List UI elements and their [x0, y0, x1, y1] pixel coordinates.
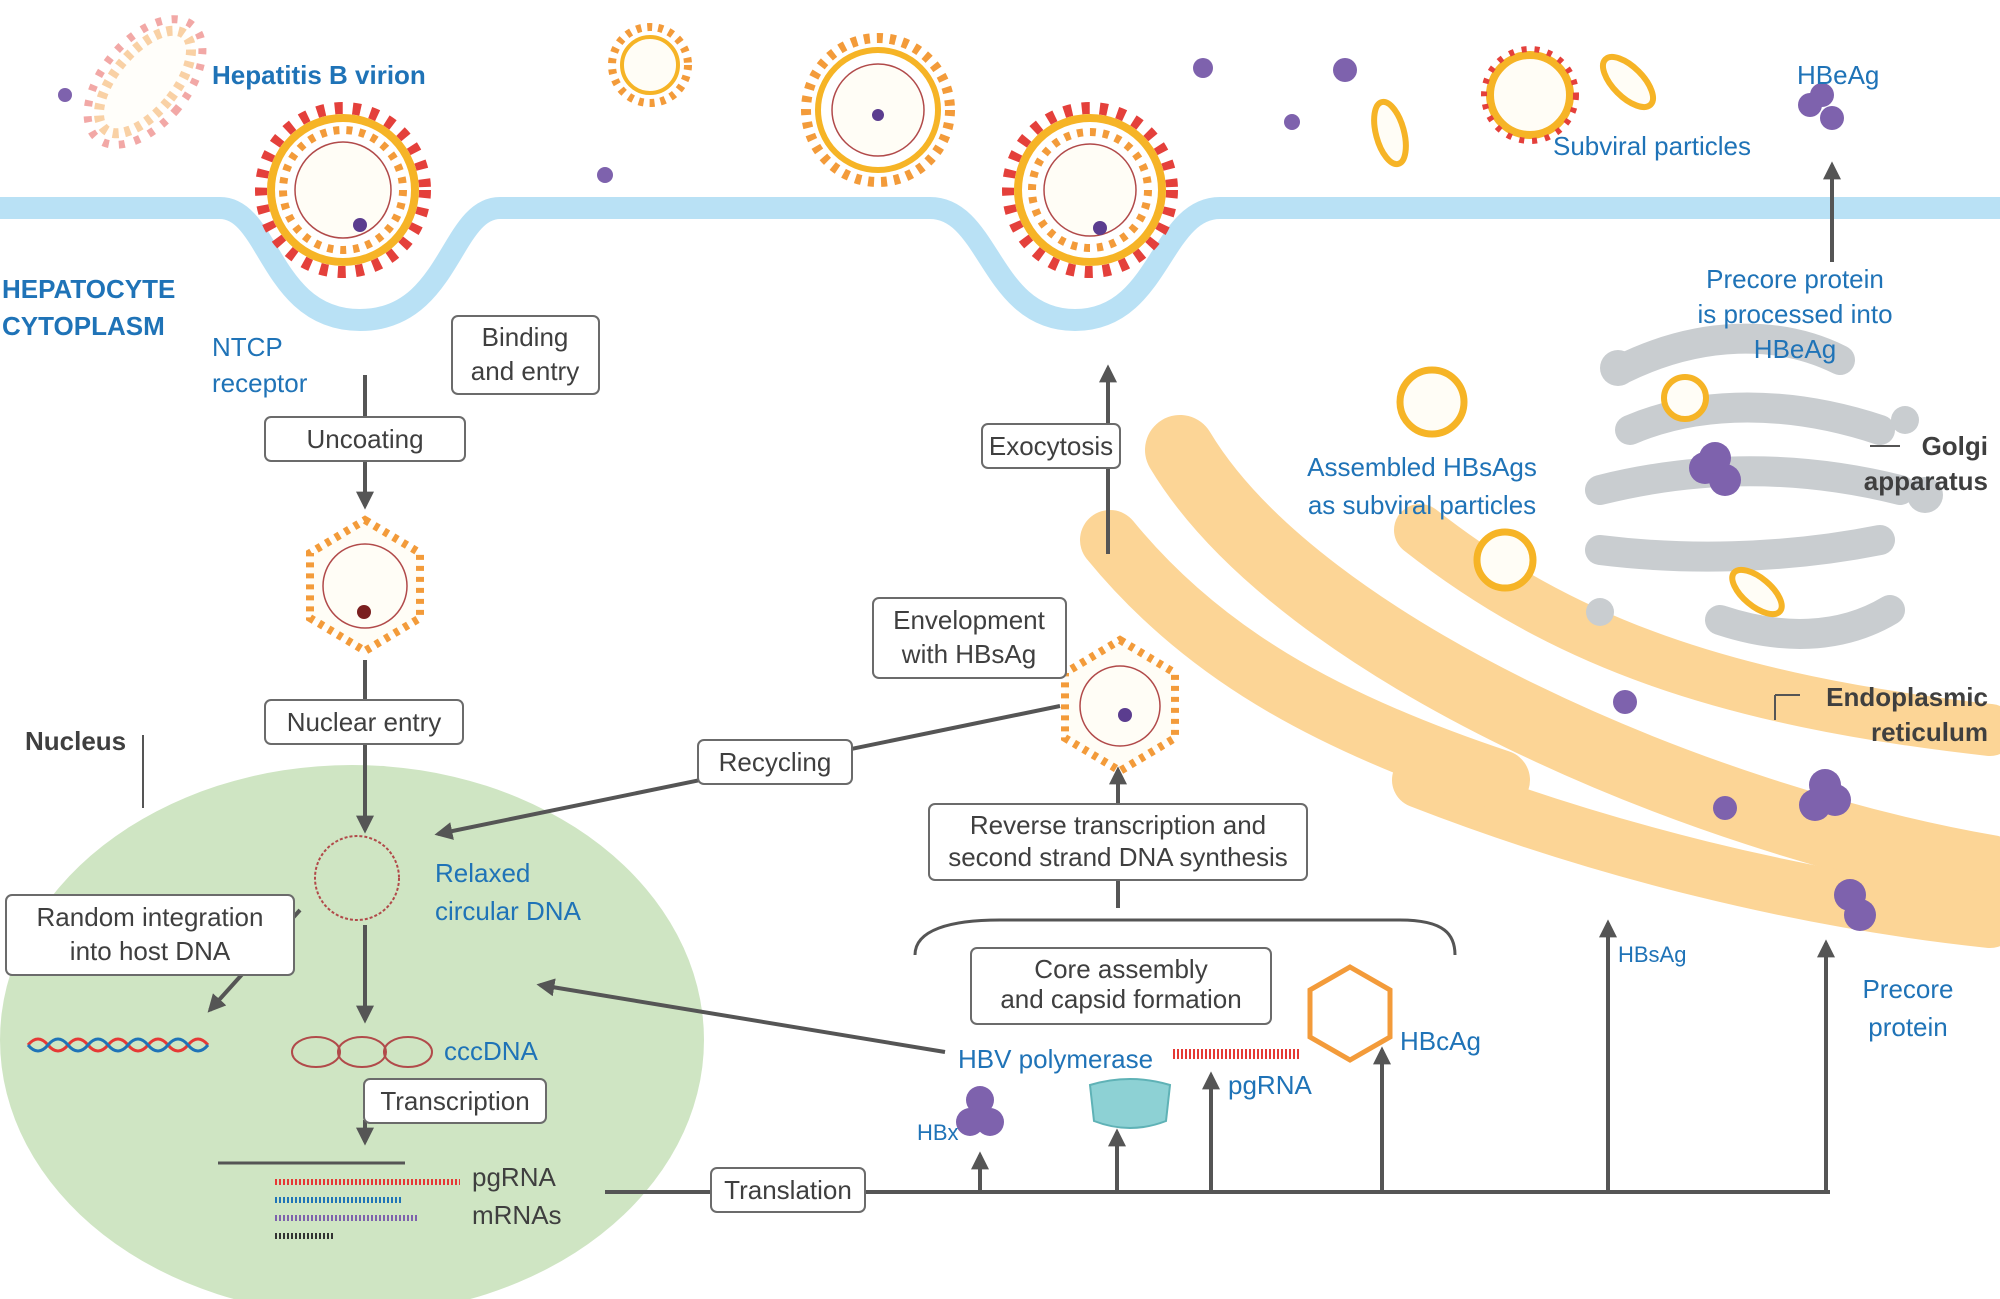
- label-as-subviral: as subviral particles: [1308, 490, 1536, 520]
- label-assembled-hbsags: Assembled HBsAgs: [1307, 452, 1537, 482]
- label-nuclear-entry: Nuclear entry: [287, 707, 442, 737]
- label-protein: protein: [1868, 1012, 1948, 1042]
- label-capsid-formation: and capsid formation: [1000, 984, 1241, 1014]
- subviral-particle-sphere: [1481, 46, 1579, 144]
- label-receptor: receptor: [212, 368, 308, 398]
- transcription-box: [363, 1078, 547, 1124]
- label-nucleus: Nucleus: [25, 726, 126, 756]
- assembled-particle: [1396, 366, 1468, 438]
- purple-proteins: [58, 58, 1876, 1136]
- host-dna-helix: [26, 1037, 210, 1053]
- label-second-strand: second strand DNA synthesis: [948, 842, 1288, 872]
- label-apparatus: apparatus: [1864, 466, 1988, 496]
- label-precore: Precore: [1862, 974, 1953, 1004]
- label-translation: Translation: [724, 1175, 852, 1205]
- golgi-vesicles: [1586, 350, 1943, 626]
- assembled-particle: [1473, 528, 1537, 592]
- label-binding: Binding: [482, 322, 569, 352]
- cccdna-illustration: [291, 1036, 433, 1068]
- entering-virion: [255, 102, 431, 278]
- label-endoplasmic: Endoplasmic: [1826, 682, 1988, 712]
- uncoating-box: [264, 416, 466, 462]
- relaxed-circular-dna: [314, 835, 400, 921]
- label-pgrna-cytoplasm: pgRNA: [1228, 1070, 1312, 1100]
- envelopment-box: [872, 597, 1067, 679]
- label-virion: Hepatitis B virion: [212, 60, 426, 90]
- subviral-particle-filament: [1371, 54, 1656, 168]
- label-transcription: Transcription: [380, 1086, 529, 1116]
- released-virion-1: [608, 23, 692, 107]
- label-cytoplasm: CYTOPLASM: [2, 311, 165, 341]
- label-reticulum: reticulum: [1871, 717, 1988, 747]
- label-cccdna: cccDNA: [444, 1036, 539, 1066]
- label-hepatocyte: HEPATOCYTE: [2, 274, 175, 304]
- assembled-particle: [1661, 374, 1709, 422]
- golgi-apparatus: [1585, 323, 1915, 649]
- assembled-particle: [1729, 566, 1785, 618]
- label-subviral: Subviral particles: [1553, 131, 1751, 161]
- uncoated-capsid: [306, 515, 424, 656]
- label-hbx: HBx: [917, 1120, 959, 1145]
- diagram-labels: Hepatitis B virion HEPATOCYTE CYTOPLASM …: [2, 60, 1988, 1230]
- virion-particles: [26, 15, 1876, 1239]
- label-hbeag: HBeAg: [1797, 60, 1879, 90]
- hbcag-hexagon: [1307, 964, 1393, 1063]
- hbv-polymerase-blob: [1088, 1078, 1172, 1129]
- label-pgrna-nucleus: pgRNA: [472, 1162, 556, 1192]
- label-is-processed: is processed into: [1697, 299, 1892, 329]
- label-relaxed: Relaxed: [435, 858, 530, 888]
- enveloping-capsid: [1061, 635, 1179, 776]
- transcript-bars: [218, 1161, 460, 1239]
- label-with-hbsag: with HBsAg: [901, 639, 1036, 669]
- hepatitis-b-virion-illustration: [83, 15, 207, 149]
- label-reverse-transcription: Reverse transcription and: [970, 810, 1266, 840]
- binding-box: [451, 315, 600, 395]
- core-assembly-box: [970, 947, 1272, 1025]
- process-boxes: [5, 315, 1308, 1213]
- label-mrnas: mRNAs: [472, 1200, 562, 1230]
- label-precore-processed: Precore protein: [1706, 264, 1884, 294]
- label-envelopment: Envelopment: [893, 605, 1046, 635]
- exocytosis-box: [981, 423, 1121, 469]
- label-hbsag: HBsAg: [1618, 942, 1686, 967]
- label-recycling: Recycling: [719, 747, 832, 777]
- nuclear-entry-box: [264, 699, 464, 745]
- random-integration-box: [5, 894, 295, 976]
- label-circular-dna: circular DNA: [435, 896, 582, 926]
- label-random-integration: Random integration: [37, 902, 264, 932]
- released-virion-2: [801, 33, 955, 187]
- recycling-box: [697, 739, 853, 785]
- label-core-assembly: Core assembly: [1034, 954, 1207, 984]
- label-hbv-polymerase: HBV polymerase: [958, 1044, 1153, 1074]
- label-exocytosis: Exocytosis: [989, 431, 1113, 461]
- exocytosis-virion: [1002, 102, 1178, 278]
- reverse-transcription-box: [928, 803, 1308, 881]
- host-dna-helix-strand: [26, 1037, 210, 1053]
- label-ntcp: NTCP: [212, 332, 283, 362]
- label-entry: and entry: [471, 356, 579, 386]
- label-golgi: Golgi: [1922, 431, 1988, 461]
- cell-membrane: [0, 197, 2000, 332]
- label-uncoating: Uncoating: [306, 424, 423, 454]
- translation-box: [710, 1167, 866, 1213]
- label-into-hbeag: HBeAg: [1754, 334, 1836, 364]
- label-hbcag: HBcAg: [1400, 1026, 1481, 1056]
- label-into-host-dna: into host DNA: [70, 936, 231, 966]
